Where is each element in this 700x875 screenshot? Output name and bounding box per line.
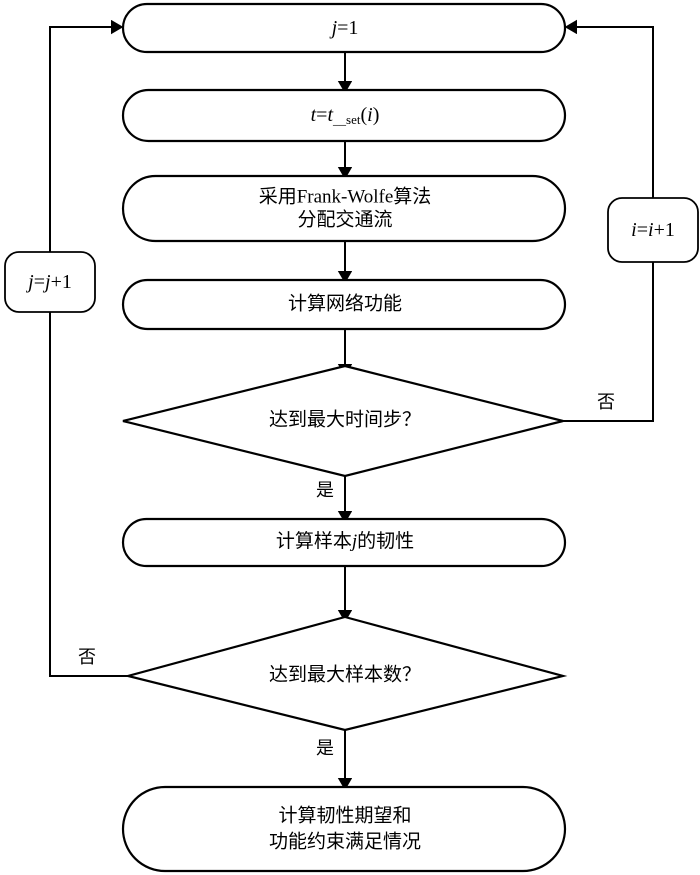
node-init-j-label: j=1 (329, 17, 359, 39)
node-set-time-shape (121, 88, 567, 143)
sample-prefix: 计算样本 (276, 530, 352, 552)
node-frank-wolfe-shape (121, 174, 567, 243)
node-frank-wolfe[interactable]: 采用Frank-Wolfe算法 分配交通流 (121, 174, 567, 243)
edge-label-timestep-no: 否 (597, 392, 615, 412)
node-decision-max-samples-shape (123, 615, 568, 732)
node-increment-j-label: j=j+1 (25, 271, 72, 293)
node-final-output-line1: 计算韧性期望和 (278, 804, 411, 826)
edge-label-samples-no: 否 (78, 647, 96, 667)
node-decision-max-timestep[interactable]: 达到最大时间步？ (122, 364, 564, 478)
node-final-output-line2: 功能约束满足情况 (269, 830, 421, 852)
node-compute-network-function-label: 计算网络功能 (288, 292, 402, 314)
node-decision-max-timestep-label: 达到最大时间步？ (269, 408, 421, 430)
node-set-time[interactable]: t=t__set(i) (121, 88, 567, 143)
node-decision-max-timestep-shape (122, 364, 564, 478)
node-increment-i-shape (607, 197, 699, 263)
node-decision-max-samples[interactable]: 达到最大样本数？ (123, 615, 568, 732)
node-final-output-shape (121, 785, 567, 873)
node-final-output[interactable]: 计算韧性期望和 功能约束满足情况 (121, 785, 567, 873)
node-compute-network-function[interactable]: 计算网络功能 (121, 278, 567, 331)
node-decision-max-samples-label: 达到最大样本数？ (269, 663, 421, 685)
node-frank-wolfe-line2: 分配交通流 (297, 208, 392, 230)
connector-timestep-no-loop-right (563, 262, 654, 422)
node-compute-sample-resilience[interactable]: 计算样本j的韧性 (121, 517, 567, 568)
connector-timestep-no-loop-top (564, 19, 654, 198)
node-increment-i-label: i=i+1 (631, 219, 675, 241)
node-compute-sample-resilience-label: 计算样本j的韧性 (276, 530, 414, 552)
node-compute-network-function-shape (121, 278, 567, 331)
node-increment-j-shape (4, 251, 96, 313)
node-increment-i[interactable]: i=i+1 (607, 197, 699, 263)
edge-label-samples-yes: 是 (316, 738, 334, 758)
connector-samples-no-loop-top (49, 19, 124, 252)
node-compute-sample-resilience-shape (121, 517, 567, 568)
node-set-time-label: t=t__set(i) (311, 104, 380, 127)
node-init-j[interactable]: j=1 (121, 2, 567, 54)
sample-suffix: 的韧性 (357, 530, 414, 552)
connector-samples-no-loop-left (49, 312, 128, 677)
node-init-j-shape (121, 2, 567, 54)
sample-var: j (349, 531, 357, 552)
edge-label-timestep-yes: 是 (316, 480, 334, 500)
node-increment-j[interactable]: j=j+1 (4, 251, 96, 313)
node-frank-wolfe-line1: 采用Frank-Wolfe算法 (259, 185, 432, 207)
